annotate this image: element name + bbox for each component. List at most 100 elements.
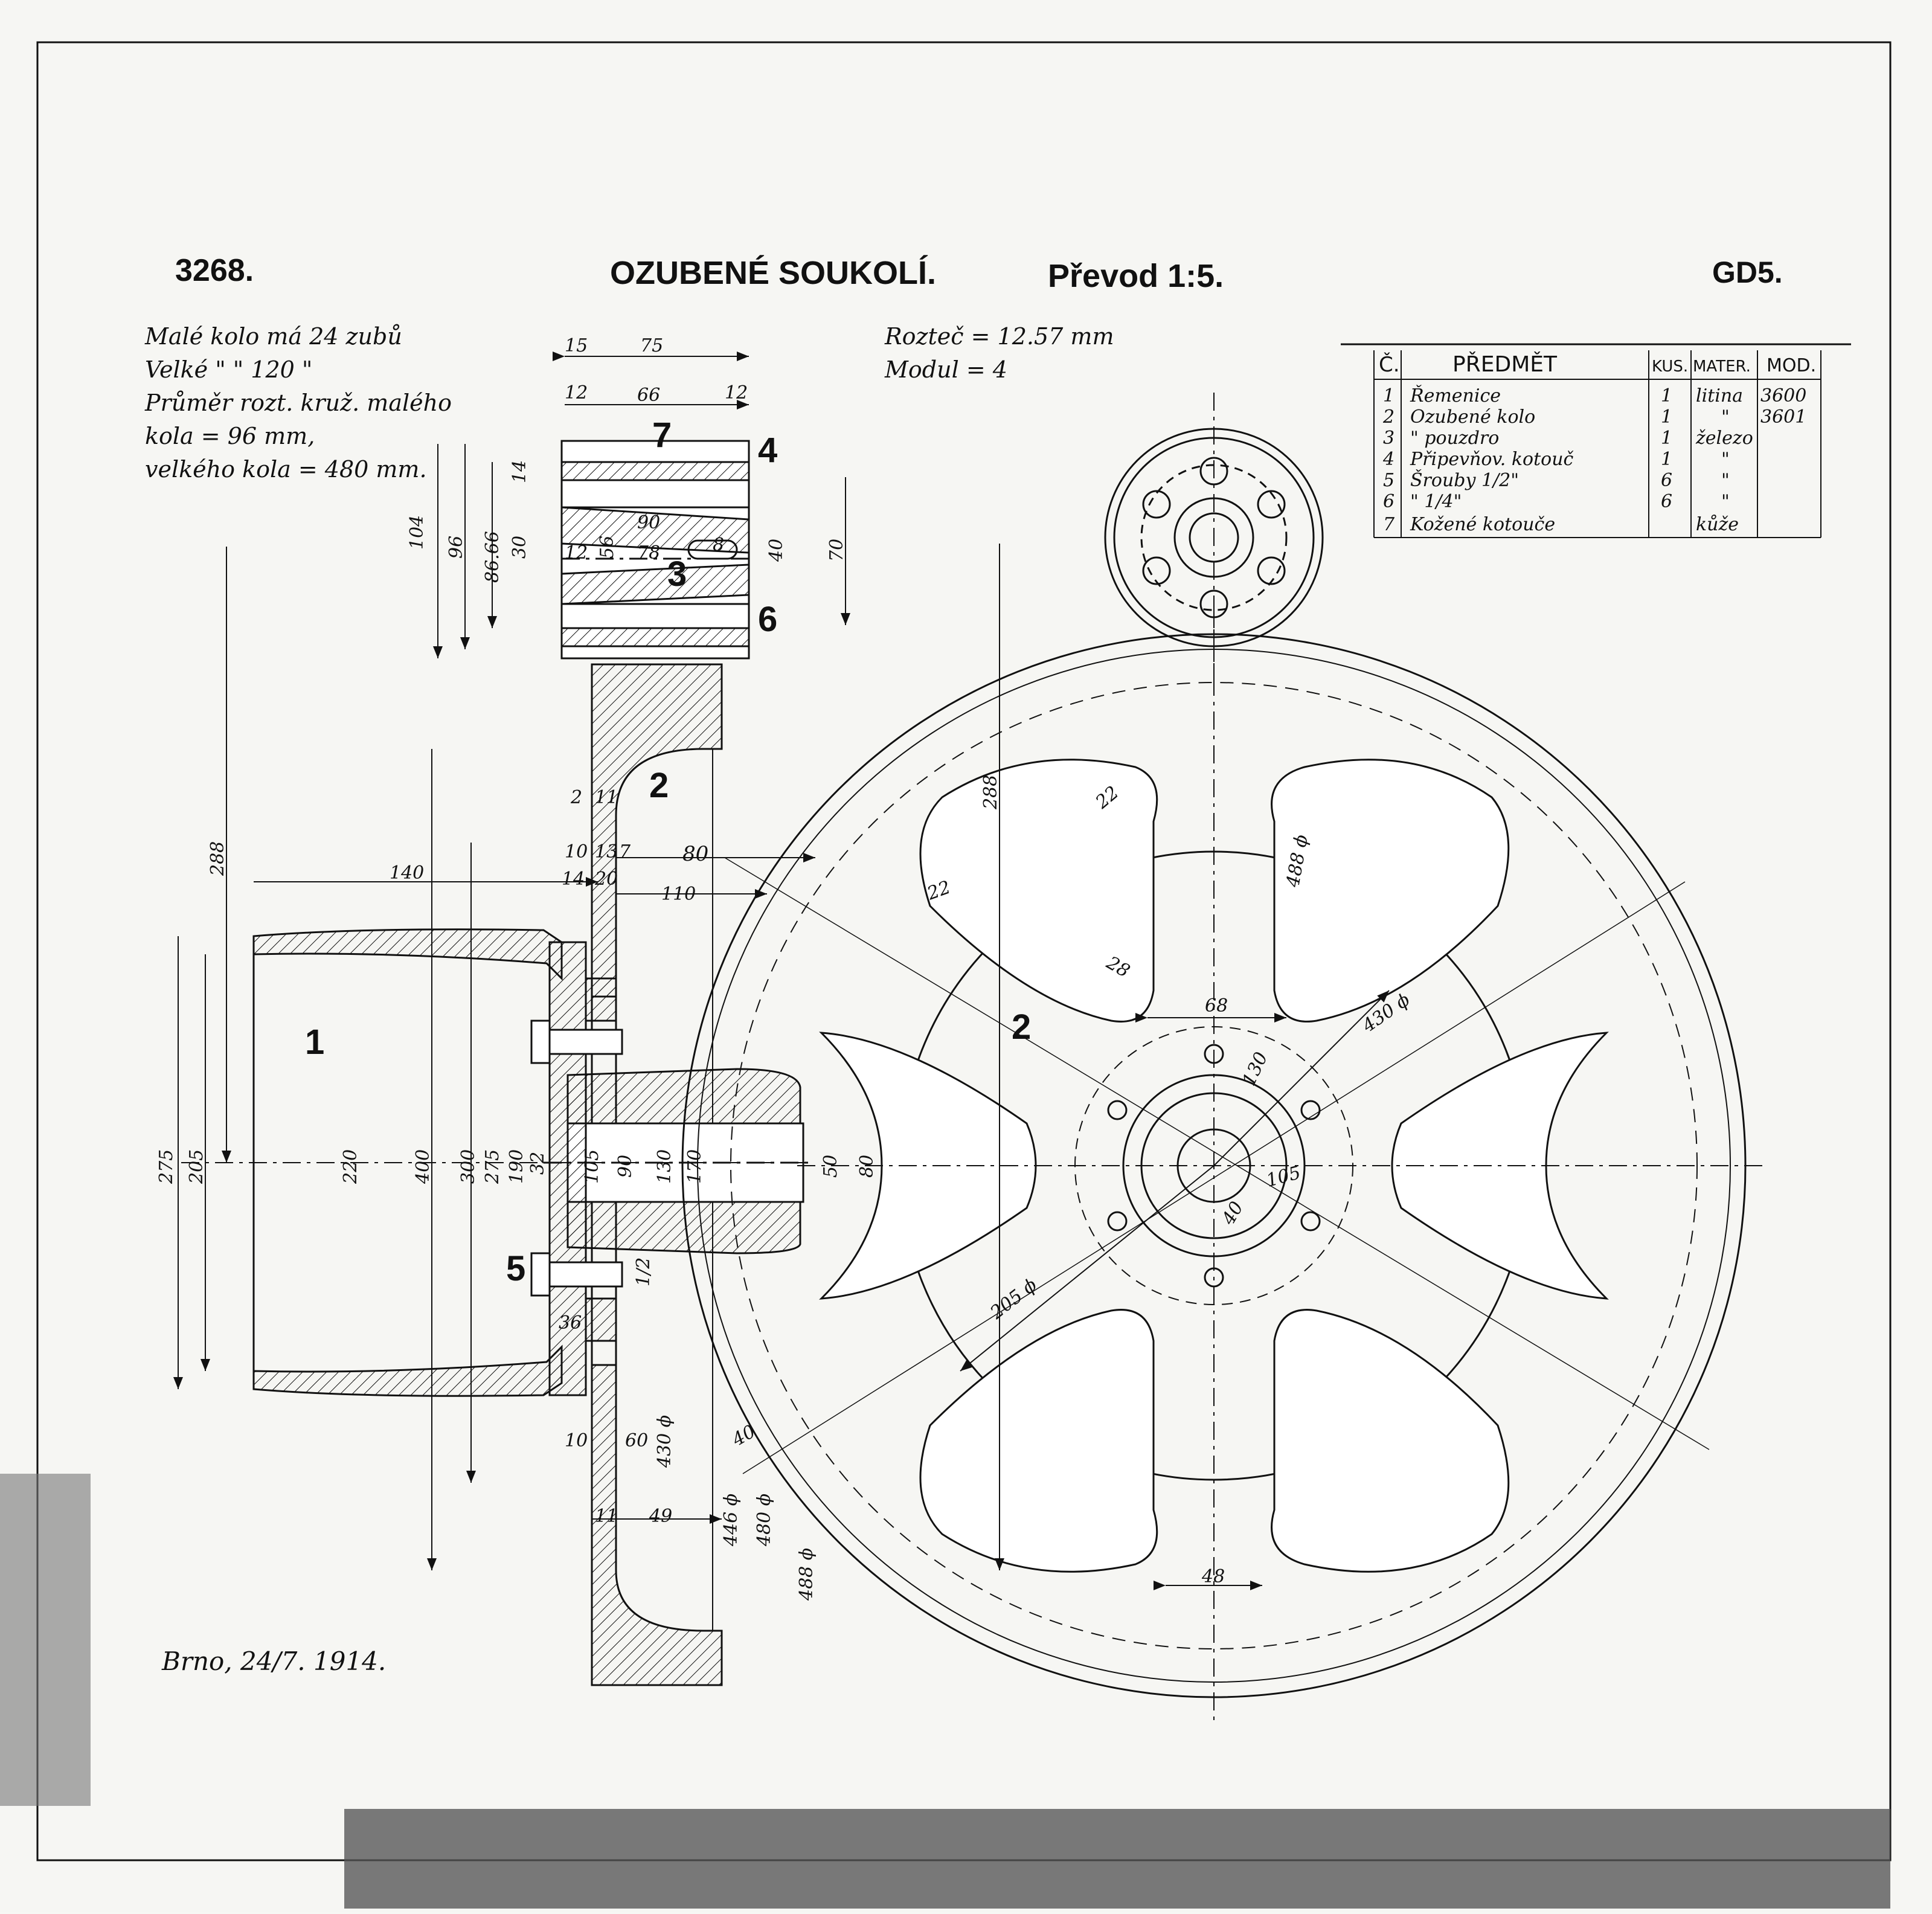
dimension-text: 104 xyxy=(406,515,428,550)
part-label: 4 xyxy=(758,431,777,470)
dimension-text: 15 xyxy=(565,335,588,356)
dimension-text: 96 xyxy=(446,536,467,559)
part-label: 7 xyxy=(652,416,672,455)
parts-table-text: Č. PŘEDMĚT KUS. MATER. MOD. 1 Řemenice 1… xyxy=(1379,352,1816,535)
side-dimension-lines xyxy=(173,352,887,1570)
dimension-text: 14 xyxy=(562,869,585,890)
dimension-text: 8 xyxy=(713,535,724,556)
table-cell: 1 xyxy=(1383,385,1394,406)
dimension-text: 60 xyxy=(625,1430,648,1451)
dimension-text: 20 xyxy=(594,869,618,890)
dimension-text: 288 xyxy=(207,841,228,876)
table-cell: 1 xyxy=(1661,406,1672,428)
col-header: MATER. xyxy=(1693,358,1751,376)
tape-strip-bottom xyxy=(344,1809,1890,1909)
table-cell: kůže xyxy=(1696,514,1739,535)
parts-table xyxy=(1341,343,1851,538)
table-cell: Připevňov. kotouč xyxy=(1410,449,1574,470)
note-line: velkého kola = 480 mm. xyxy=(145,456,427,483)
dimension-text: 90 xyxy=(615,1155,636,1178)
note-line: kola = 96 mm, xyxy=(145,423,315,449)
col-header: Č. xyxy=(1379,352,1400,377)
pitch-note: Rozteč = 12.57 mm Modul = 4 xyxy=(884,323,1114,383)
module-line: Modul = 4 xyxy=(884,356,1007,383)
col-header: KUS. xyxy=(1652,358,1688,376)
dimension-text: 190 xyxy=(506,1149,527,1184)
note-line: Průměr rozt. kruž. malého xyxy=(144,390,452,416)
dimension-text: 10 xyxy=(565,1430,588,1451)
front-dimension-lines xyxy=(960,544,1390,1590)
table-cell: litina xyxy=(1696,385,1743,406)
dimension-text: 288 xyxy=(980,775,1001,810)
table-cell: 3600 xyxy=(1760,385,1806,406)
dimension-text: 170 xyxy=(684,1149,705,1184)
dimension-text: 56 xyxy=(597,536,618,559)
dimension-text: 430 ϕ xyxy=(654,1415,675,1468)
dimension-text: 80 xyxy=(856,1155,878,1178)
dimension-text: 90 xyxy=(637,512,660,533)
table-cell: 4 xyxy=(1382,449,1394,470)
dimension-text: 488 ϕ xyxy=(796,1548,817,1601)
dimension-text: 130 xyxy=(654,1149,675,1184)
table-cell: Řemenice xyxy=(1410,385,1501,406)
table-cell: 6 xyxy=(1383,491,1394,512)
table-cell: 1 xyxy=(1661,385,1672,406)
dimension-text: 11 xyxy=(595,787,618,808)
part-label: 5 xyxy=(506,1249,525,1288)
dimension-text: 12 xyxy=(725,382,748,403)
col-header: MOD. xyxy=(1767,355,1816,376)
drawing-subtitle: Převod 1:5. xyxy=(1048,258,1224,294)
dimension-text: 48 xyxy=(1201,1566,1225,1587)
table-cell: 2 xyxy=(1382,406,1394,428)
col-header: PŘEDMĚT xyxy=(1452,352,1558,377)
dimension-text: 12 xyxy=(565,382,588,403)
note-line: Velké " " 120 " xyxy=(145,356,312,383)
table-cell: 6 xyxy=(1661,470,1672,491)
damaged-corner-left xyxy=(0,1474,91,1806)
table-cell: 1 xyxy=(1661,428,1672,449)
table-cell: Šrouby 1/2" xyxy=(1410,469,1519,491)
dimension-text: 68 xyxy=(1205,995,1228,1016)
dimension-text: 205 xyxy=(186,1149,207,1184)
table-cell: 3601 xyxy=(1760,406,1806,428)
front-view xyxy=(681,393,1764,1721)
dimension-text: 36 xyxy=(559,1312,582,1334)
table-cell: 6 xyxy=(1661,491,1672,512)
part-label: 6 xyxy=(758,600,777,639)
dimension-text: 30 xyxy=(509,536,530,559)
table-cell: " xyxy=(1721,406,1730,428)
part-labels: 1 2 3 4 5 6 7 2 xyxy=(305,416,1031,1288)
table-cell: 7 xyxy=(1383,514,1395,535)
dimension-text: 2 xyxy=(570,787,582,808)
dimension-text: 12 xyxy=(565,542,588,564)
dimension-text: 300 xyxy=(458,1149,479,1184)
dimension-text: 78 xyxy=(637,542,660,564)
dimension-text: 7 xyxy=(619,841,631,862)
dimension-text: 66 xyxy=(637,385,660,406)
dimension-text: 86.66 xyxy=(482,531,503,583)
dimension-text: 275 xyxy=(482,1149,503,1184)
table-cell: " pouzdro xyxy=(1410,428,1499,449)
part-label: 3 xyxy=(667,554,687,594)
dimension-text: 275 xyxy=(156,1149,177,1184)
dimension-text: 75 xyxy=(640,335,663,356)
table-cell: 3 xyxy=(1383,428,1394,449)
notes-block: Malé kolo má 24 zubů Velké " " 120 " Prů… xyxy=(144,323,452,483)
note-line: Malé kolo má 24 zubů xyxy=(144,323,402,350)
drawing-title: OZUBENÉ SOUKOLÍ. xyxy=(610,255,936,291)
dimension-text: 50 xyxy=(820,1155,841,1178)
part-label: 1 xyxy=(305,1023,324,1062)
table-cell: 5 xyxy=(1383,470,1394,491)
dimension-text: 105 xyxy=(582,1149,603,1184)
dimension-text: 70 xyxy=(826,539,847,562)
dimension-text: 220 xyxy=(340,1149,361,1184)
drawing-code: GD5. xyxy=(1712,255,1783,289)
drawing-number: 3268. xyxy=(175,253,254,288)
dimension-text: 13 xyxy=(595,841,618,862)
side-section-view xyxy=(181,440,809,1686)
dimension-text: 80 xyxy=(682,842,708,866)
table-cell: " 1/4" xyxy=(1410,491,1462,512)
part-label: 2 xyxy=(1012,1007,1031,1047)
